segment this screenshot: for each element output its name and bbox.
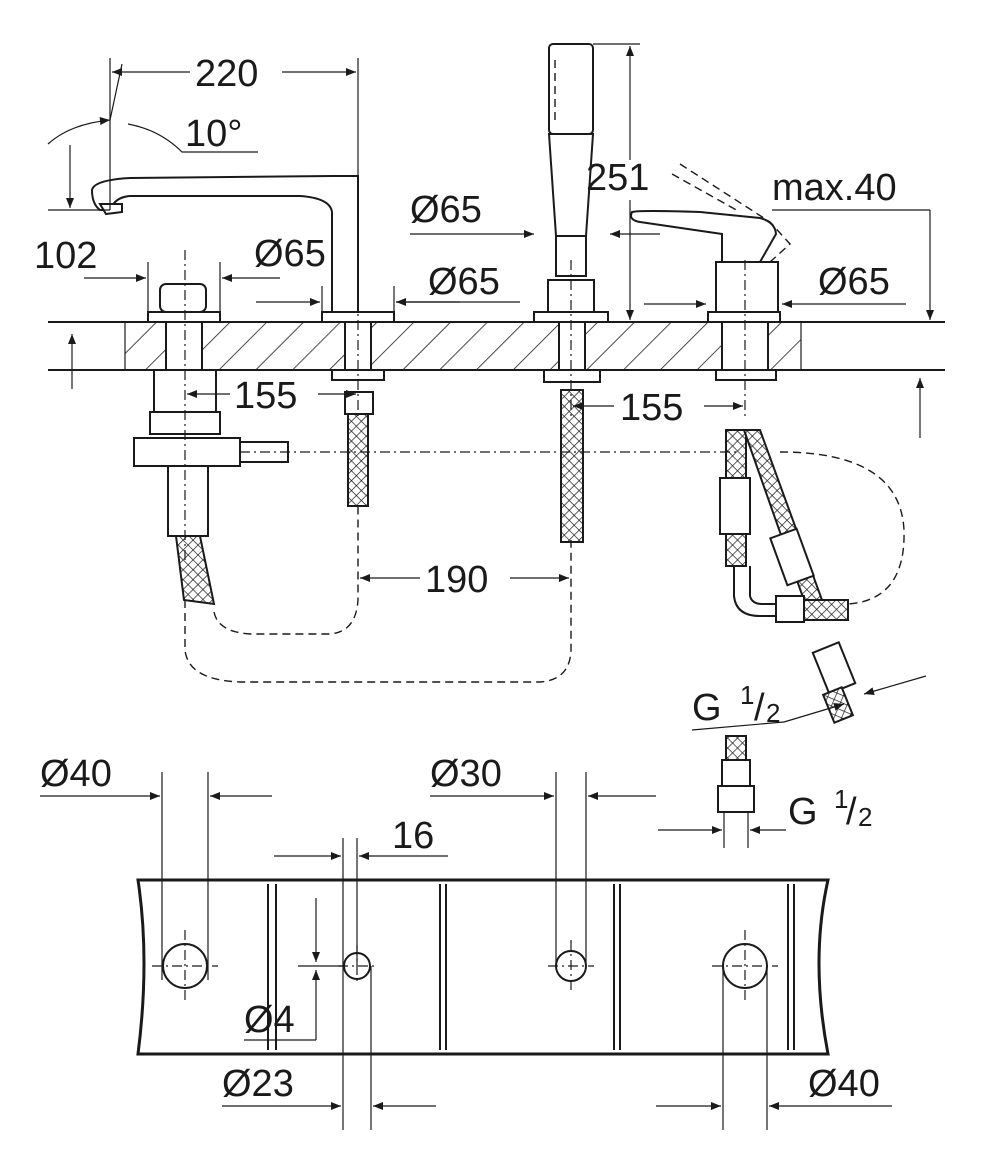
dimension-lever-clearance: max.40 — [772, 167, 934, 320]
thread-denominator: 2 — [766, 698, 780, 728]
dimension-spacing-middle: 190 — [360, 559, 569, 601]
dimension-hole-middle: Ø30 — [430, 753, 656, 800]
dimension-pin-drill: Ø23 — [222, 1063, 436, 1110]
dim-pin-offset: 16 — [392, 815, 434, 857]
thread-g-label-bottom: G — [788, 791, 818, 833]
dim-spacing-right: 155 — [620, 387, 683, 429]
dim-spacing-middle: 190 — [425, 559, 488, 601]
dim-spout-base: Ø65 — [254, 233, 326, 275]
dim-spacing-left: 155 — [234, 375, 297, 417]
hole-middle — [548, 940, 594, 992]
dimension-spout-length: 220 — [109, 53, 359, 210]
dim-spout-height: 102 — [34, 235, 97, 277]
dimension-spout-base: Ø65 — [254, 233, 520, 312]
thread-numerator-bottom: 1 — [834, 784, 848, 814]
dim-handshower-height: 251 — [586, 157, 649, 199]
dim-hole-right: Ø40 — [808, 1063, 880, 1105]
hole-left — [152, 930, 218, 1000]
dim-lever-clearance: max.40 — [772, 167, 897, 209]
dimension-spout-body: Ø65 — [428, 261, 500, 303]
dimension-handshower: Ø65 — [410, 189, 660, 238]
dimension-pin-hole: Ø4 — [244, 898, 344, 1041]
hose-thread-detail: G 1 / 2 — [658, 735, 872, 848]
dimension-spacing-right: 155 — [573, 387, 743, 429]
dim-pin-drill: Ø23 — [222, 1063, 294, 1105]
deck-plan-view: Ø40 Ø30 16 Ø4 Ø23 — [40, 735, 892, 1130]
elevation-view: 220 10° 102 Ø65 — [34, 43, 945, 731]
single-lever-mixer — [630, 163, 857, 724]
bath-spout — [90, 175, 395, 507]
thread-slash: / — [754, 687, 765, 729]
hand-shower — [533, 43, 609, 543]
dimension-pin-offset: 16 — [274, 815, 448, 860]
dim-spout-body: Ø65 — [428, 261, 500, 303]
dimension-handshower-height: 251 — [586, 43, 649, 320]
dim-handshower-left: Ø65 — [410, 189, 482, 231]
thread-numerator: 1 — [740, 680, 754, 710]
dimension-spout-height: 102 — [34, 145, 280, 312]
dimension-spout-angle: 10° — [47, 63, 258, 155]
dim-mixer: Ø65 — [818, 261, 890, 303]
dim-hole-middle: Ø30 — [430, 753, 502, 795]
dimension-spacing-left: 155 — [187, 375, 356, 417]
thread-g-label: G — [692, 687, 722, 729]
hole-right — [712, 930, 778, 1000]
dimension-mixer: Ø65 — [644, 261, 906, 308]
dim-spout-length: 220 — [195, 53, 258, 95]
dimension-hole-left: Ø40 — [40, 753, 272, 800]
thread-denominator-bottom: 2 — [858, 802, 872, 832]
dimension-hole-right: Ø40 — [656, 1063, 892, 1110]
dimension-thread-top: G 1 / 2 — [691, 675, 927, 731]
dim-pin-hole: Ø4 — [244, 999, 295, 1041]
center-lines — [184, 250, 905, 683]
thread-slash-bottom: / — [846, 791, 857, 833]
dim-hole-left: Ø40 — [40, 753, 112, 795]
dim-spout-angle: 10° — [185, 113, 242, 155]
